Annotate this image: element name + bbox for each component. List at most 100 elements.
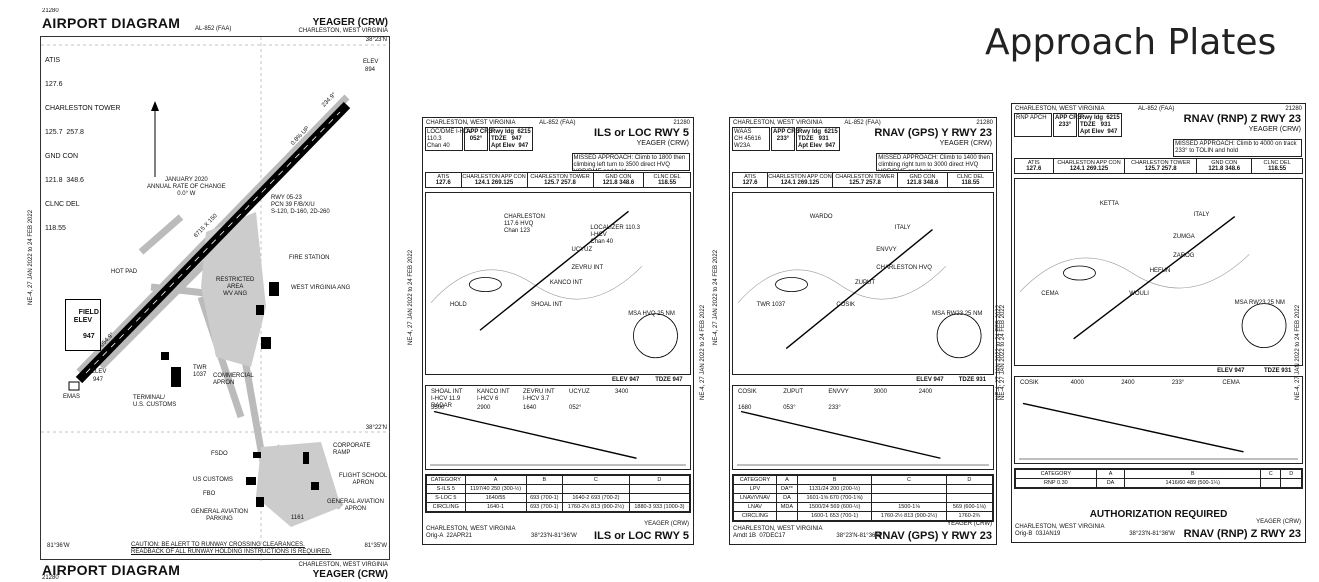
fbo-label: FBO	[203, 491, 216, 497]
profile-label: 3500	[431, 405, 445, 411]
minimums-cell	[945, 484, 994, 494]
fix-label: ITALY	[1193, 211, 1210, 218]
fix-label: HEFUN	[1149, 268, 1171, 275]
fix-label: KANCO INT	[549, 279, 583, 286]
minimums-cell: LNAV	[733, 502, 777, 512]
freq-cell-label: CHARLESTON APP CON	[1057, 160, 1121, 166]
minimums-cell: 1760-2½ 813 (900-2½)	[871, 511, 947, 521]
plate2-dates-vertical: NE-4, 27 JAN 2022 to 24 FEB 2022	[996, 304, 1002, 400]
plan-view	[732, 192, 994, 375]
plate-airport: YEAGER (CRW)	[636, 140, 689, 147]
wv-ang-label: WEST VIRGINIA ANG	[291, 285, 351, 291]
freq-cell-label: CHARLESTON APP CON	[462, 174, 526, 180]
minimums-cell: DA	[1095, 478, 1126, 488]
plate-proc-id: AL-852 (FAA)	[844, 120, 881, 126]
minimums-cell: 1760-2½ 813 (900-2½)	[562, 502, 630, 512]
freq-cell-label: GND CON	[909, 174, 936, 180]
plate-footer-coords: 38°23'N-81°36'W	[1129, 531, 1175, 537]
plate-footer-airport: YEAGER (CRW)	[947, 521, 992, 527]
freq-cell-label: ATIS	[1027, 160, 1040, 166]
plate-footer-left: CHARLESTON, WEST VIRGINIA Orig-A 22APR21	[426, 526, 516, 539]
freq-cell-label: CHARLESTON TOWER	[835, 174, 895, 180]
minimums-cell: 1640/55	[464, 493, 527, 503]
minimums-cell: 1600-1 653 (700-1)	[796, 511, 873, 521]
freq-gnd-label: GND CON	[45, 153, 79, 160]
fix-label: WOULI	[1129, 290, 1149, 297]
minimums-cell: D	[628, 475, 691, 485]
msa-circle	[633, 313, 678, 359]
minimums-cell	[525, 484, 564, 494]
plate-num: 21280	[1285, 106, 1302, 112]
fix-label: KETTA	[1099, 200, 1119, 207]
minimums-cell: 1500/24 569 (600-½)	[796, 502, 873, 512]
minimums-cell: A	[464, 475, 527, 485]
freq-cell-value: 124.1 269.125	[1069, 166, 1109, 172]
minimums-cell: 1760-2¾	[945, 511, 994, 521]
slide-title: Approach Plates	[985, 22, 1277, 63]
plate-footer-airport: YEAGER (CRW)	[644, 521, 689, 527]
plate-elev: ELEV 947	[612, 377, 640, 383]
fix-label: ZEVRU INT	[571, 265, 604, 272]
minimums-cell: DA**	[775, 484, 798, 494]
profile-label: KANCO INT I-HCV 6	[477, 389, 510, 402]
plate-state: CHARLESTON, WEST VIRGINIA	[733, 120, 823, 126]
fix-label: SHOAL INT	[531, 301, 563, 308]
minimums-cell: S-LOC 5	[426, 493, 466, 503]
freq-cell-label: CLNC DEL	[956, 174, 985, 180]
ad-airport-bottom: YEAGER (CRW)	[312, 569, 388, 580]
us-customs-label: US CUSTOMS	[193, 477, 233, 483]
plate-airport: YEAGER (CRW)	[939, 140, 992, 147]
ad-id-top: 21280	[42, 8, 59, 14]
minimums-cell: DA	[775, 493, 798, 503]
ad-title: AIRPORT DIAGRAM	[42, 15, 181, 31]
fix-label: MSA RW23 25 NM	[1234, 300, 1285, 307]
fix-label: WARDO	[809, 213, 833, 220]
fix-label: HOLD	[450, 301, 467, 308]
minimums-cell: 693 (700-1)	[525, 493, 564, 503]
plate-airport: YEAGER (CRW)	[1248, 126, 1301, 133]
freq-atis-label: ATIS	[45, 57, 61, 64]
final-approach-course	[785, 229, 933, 350]
plate-rwy-box: Rwy Idg 6215 TDZE 931 Apt Elev 947	[1078, 113, 1122, 137]
profile-label: UCYUZ	[569, 389, 590, 395]
msa-circle	[936, 313, 982, 359]
plate-footer-title: RNAV (RNP) Z RWY 23	[1183, 528, 1301, 540]
minimums-cell	[871, 484, 947, 494]
ad-frame: ATIS 127.6 CHARLESTON TOWER 125.7 257.8 …	[40, 36, 390, 561]
profile-label: 233°	[1171, 380, 1185, 386]
ga-parking-label: GENERAL AVIATION PARKING	[191, 509, 248, 522]
minimums-cell	[628, 484, 691, 494]
fix-label: MSA HVQ 25 NM	[628, 310, 675, 317]
plate-tdze: TDZE 947	[655, 377, 683, 383]
freq-cell-label: CHARLESTON APP CON	[768, 174, 832, 180]
plate-title: ILS or LOC RWY 5	[594, 127, 689, 139]
plate-num: 21280	[673, 120, 690, 126]
freq-atis-value: 127.6	[45, 81, 63, 88]
lat-top: 38°23'N	[365, 37, 387, 43]
freq-cell-value: 118.55	[658, 180, 677, 186]
fix-label: UCYUZ	[571, 246, 593, 253]
fix-label: ENVVY	[876, 246, 897, 253]
ad-id-bottom: 21280	[42, 575, 59, 580]
plate1-dates-vertical: NE-4, 27 JAN 2022 to 24 FEB 2022	[713, 249, 719, 345]
minimums-cell: 1880-3 933 (1000-3)	[628, 502, 691, 512]
plate-footer-airport: YEAGER (CRW)	[1256, 519, 1301, 525]
profile-label: SHOAL INT I-HCV 11.9 RADAR	[431, 389, 463, 409]
freq-cell-value: 127.6	[1026, 166, 1042, 172]
minimums-cell: 1416/60 489 (500-1¼)	[1124, 478, 1261, 488]
minimums-cell: B	[1124, 469, 1261, 479]
terrain-contour	[430, 265, 643, 303]
